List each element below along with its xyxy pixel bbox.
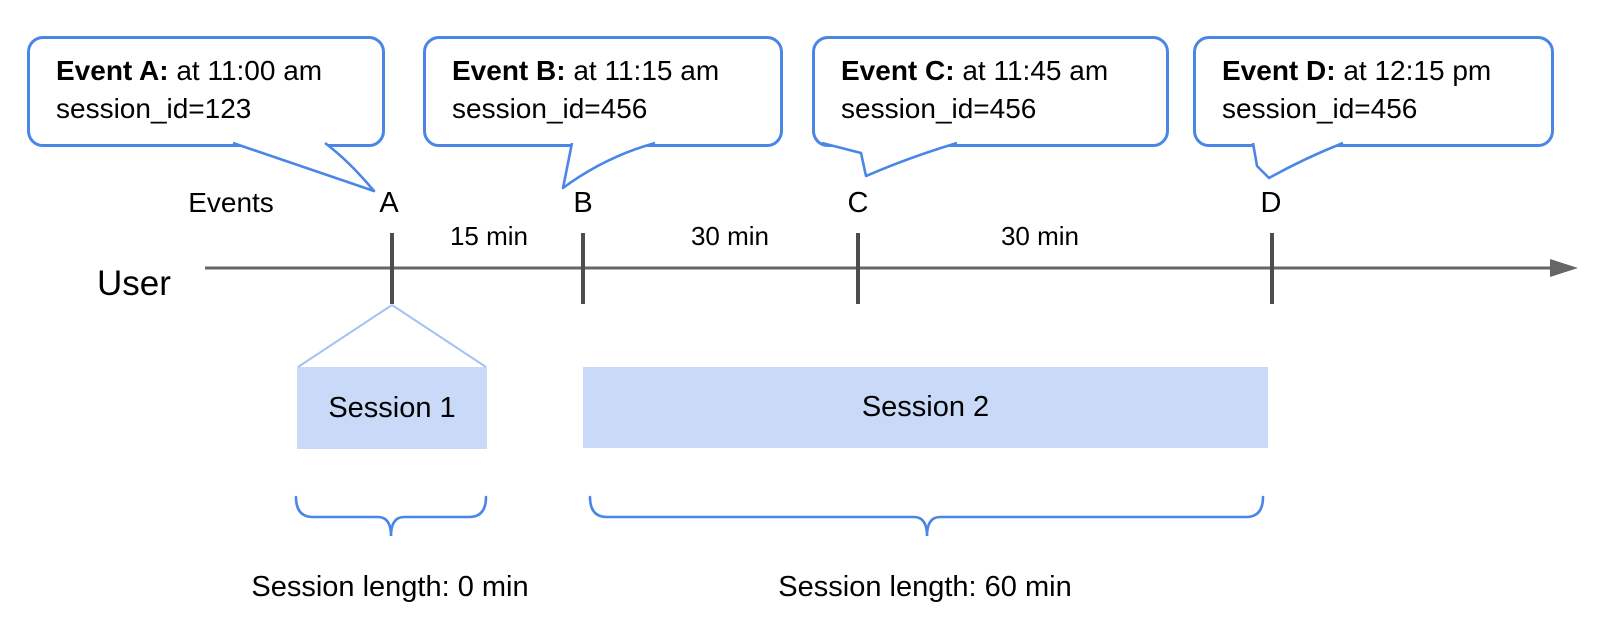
event-d-callout-line1: Event D: at 12:15 pm — [1222, 52, 1543, 90]
interval-c-d: 30 min — [1000, 221, 1080, 251]
event-c-callout-title: Event C: — [841, 55, 955, 86]
event-b-callout-session: session_id=456 — [452, 93, 648, 124]
event-a-callout-session: session_id=123 — [56, 93, 252, 124]
event-c-callout-session: session_id=456 — [841, 93, 1037, 124]
event-marker-c: C — [847, 187, 869, 219]
event-d-callout-session: session_id=456 — [1222, 93, 1418, 124]
events-axis-label: Events — [188, 187, 274, 218]
event-d-callout-tail-icon — [1251, 141, 1344, 180]
event-c-callout: Event C: at 11:45 am session_id=456 — [812, 36, 1169, 147]
event-a-callout-line1: Event A: at 11:00 am — [56, 52, 374, 90]
session-2-length-label: Session length: 60 min — [778, 571, 1072, 603]
session-1-funnel-right-line — [391, 304, 487, 368]
event-a-callout-time: at 11:00 am — [168, 55, 323, 86]
event-d-callout-time: at 12:15 pm — [1335, 55, 1492, 86]
session-2-box: Session 2 — [583, 367, 1268, 448]
event-a-callout-title: Event A: — [56, 55, 169, 86]
event-b-callout-title: Event B: — [452, 55, 566, 86]
timeline-arrowhead-icon — [1550, 259, 1578, 277]
session-2-brace-icon — [588, 495, 1265, 537]
interval-a-b: 15 min — [449, 221, 529, 251]
event-marker-a: A — [379, 187, 399, 219]
session-1-brace-icon — [294, 495, 488, 537]
event-b-callout-line1: Event B: at 11:15 am — [452, 52, 772, 90]
event-b-callout: Event B: at 11:15 am session_id=456 — [423, 36, 783, 147]
session-1-funnel-left-line — [297, 304, 393, 368]
user-axis-label: User — [97, 264, 171, 303]
event-b-callout-time: at 11:15 am — [565, 55, 720, 86]
event-c-callout-time: at 11:45 am — [954, 55, 1109, 86]
session-1-length-label: Session length: 0 min — [251, 571, 529, 603]
event-marker-d: D — [1260, 187, 1282, 219]
event-b-callout-tail-icon — [561, 141, 656, 190]
event-a-callout: Event A: at 11:00 am session_id=123 — [27, 36, 385, 147]
session-2-label: Session 2 — [861, 391, 990, 423]
event-marker-b: B — [573, 187, 593, 219]
event-d-callout: Event D: at 12:15 pm session_id=456 — [1193, 36, 1554, 147]
session-1-label: Session 1 — [328, 391, 456, 424]
event-a-callout-tail-icon — [232, 141, 376, 193]
event-d-callout-title: Event D: — [1222, 55, 1336, 86]
interval-b-c: 30 min — [690, 221, 770, 251]
event-c-callout-tail-icon — [821, 141, 958, 178]
session-1-box: Session 1 — [297, 367, 487, 449]
event-c-callout-line1: Event C: at 11:45 am — [841, 52, 1158, 90]
